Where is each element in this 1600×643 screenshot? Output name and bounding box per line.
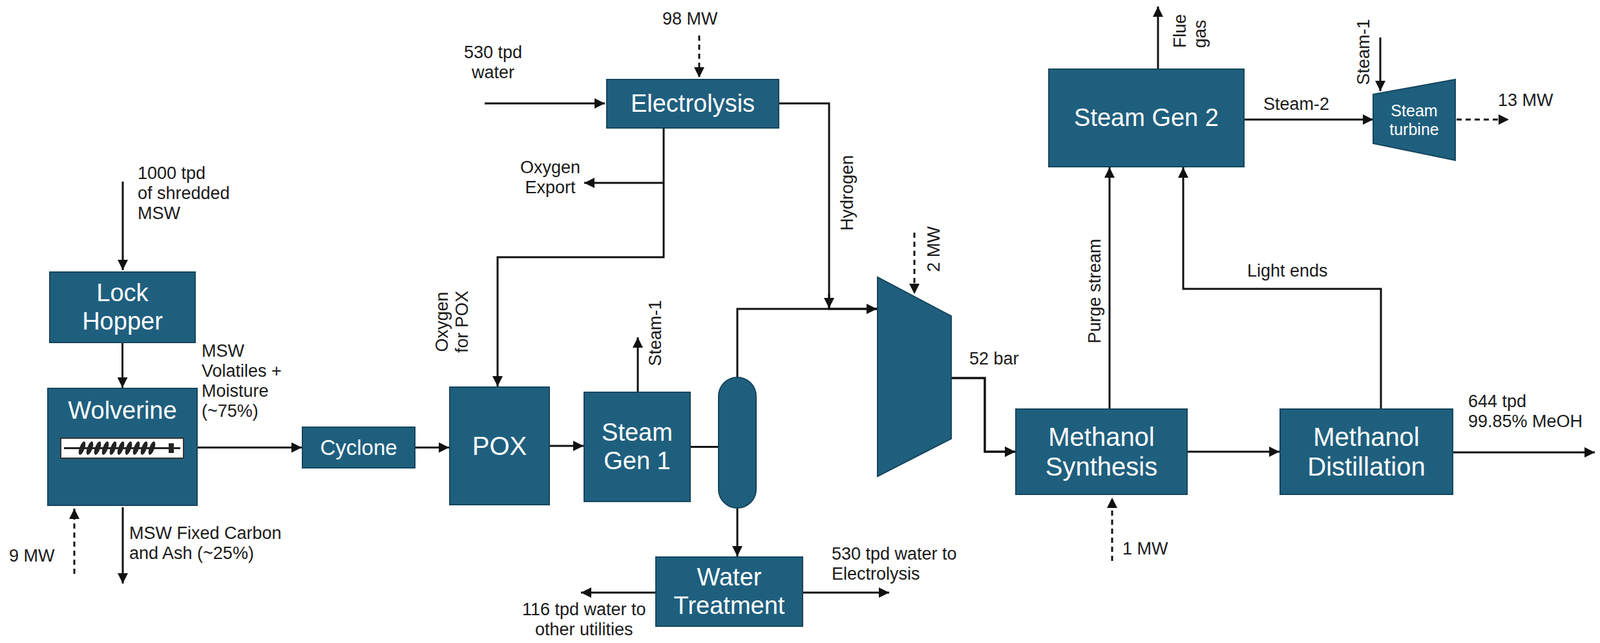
screw-housing <box>60 438 184 459</box>
process-box: Lock Hopper <box>49 271 196 344</box>
steam-inlet-arrow <box>1379 37 1382 92</box>
annotation-label: 13 MW <box>1497 90 1554 111</box>
screw-flight <box>115 440 126 456</box>
feed-arrow <box>122 181 125 271</box>
compressor-inlet-arrow <box>865 308 877 311</box>
edge-label: MSW Volatiles + Moisture (~75%) <box>201 341 282 422</box>
flow-connector <box>415 446 450 449</box>
node-label: Lock Hopper <box>82 279 163 336</box>
annotation-label: 2 MW <box>923 226 944 273</box>
flow-connector <box>549 445 584 448</box>
annotation-label: Steam-1 <box>645 299 666 366</box>
flue-gas-arrow <box>1157 6 1160 69</box>
annotation-label: 530 tpd water to Electrolysis <box>831 544 958 585</box>
turbine-outline <box>1373 79 1456 161</box>
flow-connector <box>1187 451 1280 453</box>
turbine-box: Steam turbine <box>1373 79 1456 161</box>
steam-outlet-arrow <box>637 337 640 392</box>
oxygen-export-arrow <box>584 182 664 185</box>
power-arrow <box>913 232 916 295</box>
node-label: Water Treatment <box>673 563 786 620</box>
annotation-label: 1000 tpd of shredded MSW <box>137 163 231 224</box>
annotation-label: 9 MW <box>9 546 55 567</box>
flow-connector <box>1244 118 1374 121</box>
edge-label: Hydrogen <box>837 154 858 231</box>
process-box: Steam Gen 2 <box>1048 68 1245 168</box>
flow-connector <box>1108 167 1111 409</box>
screw-flight <box>123 440 134 456</box>
screw-flight <box>84 440 95 456</box>
process-box: POX <box>449 386 550 506</box>
annotation-label: 98 MW <box>662 9 718 30</box>
process-box: Cyclone <box>301 426 416 469</box>
water-outlet-arrow <box>803 591 890 594</box>
process-box: Methanol Distillation <box>1279 408 1454 495</box>
process-box: Methanol Synthesis <box>1015 408 1188 495</box>
node-label: Methanol Distillation <box>1307 421 1425 482</box>
flow-connector <box>197 446 302 449</box>
power-arrow <box>1111 497 1114 561</box>
power-arrow <box>698 35 701 78</box>
node-label: Cyclone <box>319 435 397 461</box>
screw-flight <box>138 440 149 456</box>
process-box: Steam Gen 1 <box>583 391 691 503</box>
screw-hub <box>168 443 174 453</box>
node-label: Methanol Synthesis <box>1045 421 1158 482</box>
power-arrow <box>73 508 76 574</box>
flow-connector <box>1183 167 1381 409</box>
node-label: Steam Gen 1 <box>601 418 673 475</box>
annotation-label: MSW Fixed Carbon and Ash (~25%) <box>129 523 282 564</box>
annotation-label: 1 MW <box>1122 538 1169 559</box>
edge-label: Steam-2 <box>1263 94 1330 115</box>
product-arrow <box>1453 451 1595 454</box>
water-inlet-arrow <box>484 102 605 105</box>
annotation-label: Oxygen Export <box>520 157 581 198</box>
node-label: POX <box>472 431 527 461</box>
node-label: Wolverine <box>67 396 177 426</box>
annotation-label: 52 bar <box>969 348 1020 369</box>
annotation-label: Steam-1 <box>1353 18 1374 85</box>
node-label: Electrolysis <box>630 89 755 119</box>
process-box: Wolverine <box>47 387 198 506</box>
screw-flight <box>76 440 87 456</box>
merge-arrow <box>828 294 831 309</box>
annotation-label: 530 tpd water <box>463 42 523 83</box>
node-label: Steam Gen 2 <box>1073 104 1219 133</box>
annotation-label: 644 tpd 99.85% MeOH <box>1468 391 1583 432</box>
annotation-label: Flue gas <box>1170 14 1211 49</box>
flow-connector <box>121 343 124 388</box>
edge-label: Oxygen for POX <box>432 290 473 353</box>
annotation-label: 116 tpd water to other utilities <box>522 599 647 640</box>
screw-flight <box>107 440 118 456</box>
char-outlet-arrow <box>122 507 125 584</box>
separator-vessel <box>718 377 757 508</box>
compressor-symbol <box>877 277 952 477</box>
water-outlet-arrow <box>580 591 656 594</box>
power-output-arrow <box>1456 118 1509 121</box>
screw-flight <box>146 440 157 456</box>
screw-flight <box>92 440 103 456</box>
node-label: Steam turbine <box>1389 101 1439 139</box>
process-box: Water Treatment <box>655 556 804 627</box>
screw-flight <box>131 440 141 456</box>
edge-label: Light ends <box>1247 261 1328 282</box>
screw-flight <box>100 440 110 456</box>
edge-label: Purge stream <box>1084 238 1106 344</box>
process-box: Electrolysis <box>606 78 780 129</box>
